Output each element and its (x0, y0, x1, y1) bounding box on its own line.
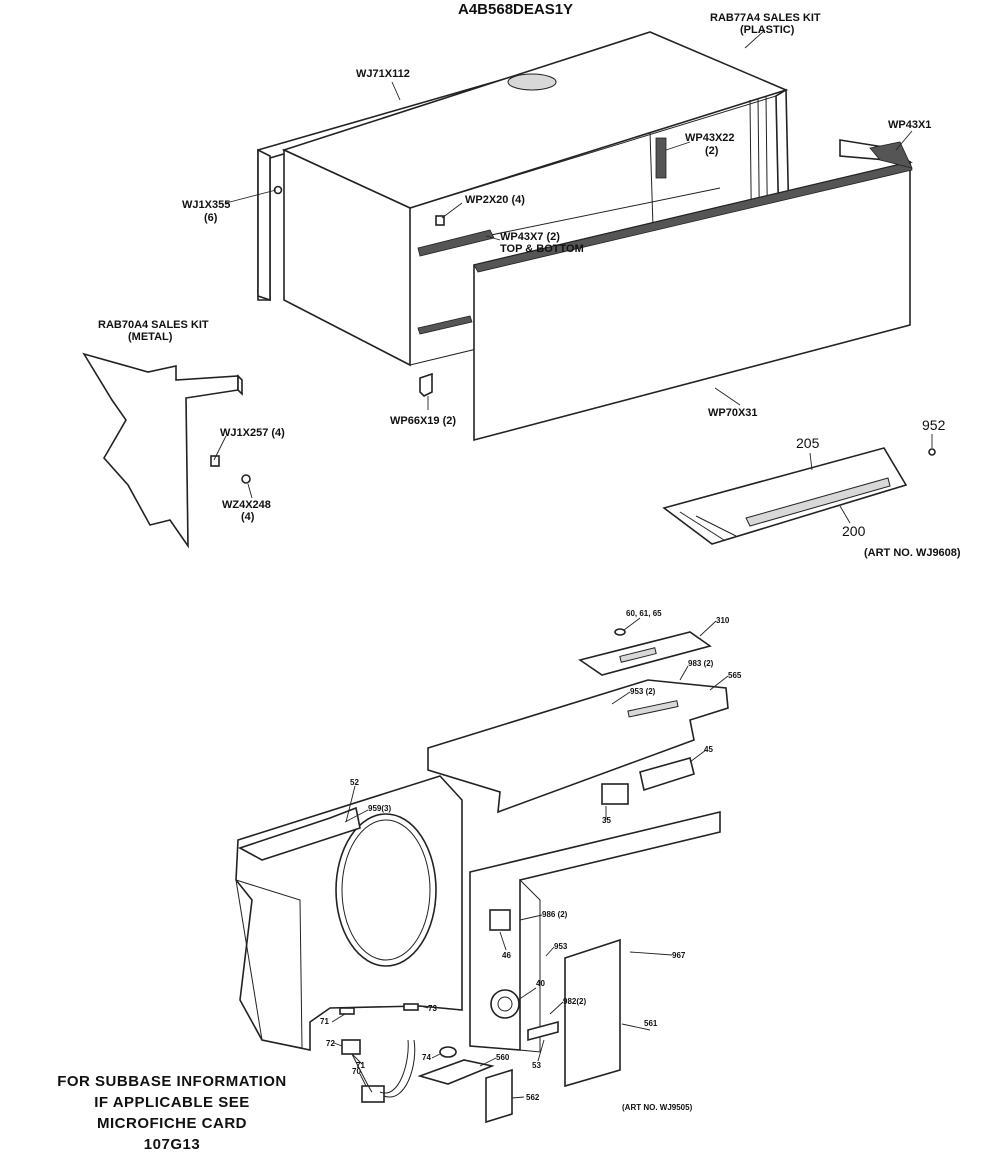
clip-wp2x20 (435, 215, 445, 226)
label-rab77a4-plastic: (PLASTIC) (740, 24, 795, 36)
label-982: 982(2) (563, 997, 586, 1006)
wiring-bracket-560 (417, 1059, 495, 1085)
label-959: 959(3) (368, 804, 391, 813)
blower-orifice (335, 813, 437, 967)
label-71b: 71 (356, 1061, 365, 1070)
label-35: 35 (602, 816, 611, 825)
label-205: 205 (796, 435, 820, 451)
label-wj1x257: WJ1X257 (4) (220, 427, 285, 439)
label-561: 561 (644, 1019, 658, 1028)
label-wp66x19: WP66X19 (2) (390, 415, 456, 427)
label-70: 70 (352, 1067, 361, 1076)
control-plate-565 (427, 679, 729, 814)
label-40: 40 (536, 979, 545, 988)
label-200: 200 (842, 523, 866, 539)
label-wj71x112: WJ71X112 (356, 68, 410, 80)
label-rab77a4-kit: RAB77A4 SALES KIT (710, 12, 821, 24)
note-line-2: IF APPLICABLE SEE (94, 1094, 249, 1111)
label-wp43x7: WP43X7 (2) (500, 231, 560, 243)
capacitor-72 (341, 1039, 361, 1055)
bracket-53 (527, 1020, 559, 1042)
side-kit-rab70a4 (82, 352, 251, 549)
label-52: 52 (350, 778, 359, 787)
foam-strip-wp43x22 (655, 137, 667, 179)
label-983: 983 (2) (688, 659, 714, 668)
part-73 (403, 1003, 419, 1011)
label-72: 72 (326, 1039, 335, 1048)
bracket-562 (485, 1068, 513, 1124)
label-73: 73 (428, 1004, 437, 1013)
label-wp43x1: WP43X1 (888, 119, 931, 131)
label-562: 562 (526, 1093, 540, 1102)
switch-35 (601, 783, 629, 805)
label-wp43x22: WP43X22 (685, 132, 735, 144)
label-53: 53 (532, 1061, 541, 1070)
diagram-title: A4B568DEAS1Y (458, 1, 573, 18)
chassis-assembly (235, 628, 729, 1124)
bracket-wp66x19 (419, 372, 433, 397)
label-953: 953 (554, 942, 568, 951)
leader-lines-bottom (331, 617, 729, 1099)
wall-sleeve-assembly (257, 31, 791, 367)
label-wz4x248-qty: (4) (241, 511, 255, 523)
part-74 (439, 1046, 457, 1058)
top-handle (507, 73, 557, 91)
label-565: 565 (728, 671, 742, 680)
label-986: 986 (2) (542, 910, 568, 919)
knob-60 (614, 628, 626, 636)
note-line-4: 107G13 (144, 1136, 200, 1153)
front-panel-wp70x31 (473, 139, 913, 442)
label-wz4x248: WZ4X248 (222, 499, 271, 511)
label-wp70x31: WP70X31 (708, 407, 758, 419)
cover-561 (564, 938, 621, 1088)
label-60-61-65: 60, 61, 65 (626, 609, 662, 618)
leader-lines-top (213, 29, 933, 524)
label-rab70a4-metal: (METAL) (128, 331, 173, 343)
motor-40 (490, 989, 520, 1019)
relay-46 (489, 909, 511, 931)
label-art-bottom: (ART NO. WJ9505) (622, 1103, 693, 1112)
label-wp43x7-note: TOP & BOTTOM (500, 243, 584, 255)
label-wp2x20: WP2X20 (4) (465, 194, 525, 206)
terminal-block-45 (639, 757, 695, 792)
label-953-2: 953 (2) (630, 687, 656, 696)
label-560: 560 (496, 1053, 510, 1062)
label-310: 310 (716, 616, 730, 625)
front-grille-205-200 (662, 447, 936, 545)
label-wj1x355-qty: (6) (204, 212, 218, 224)
front-flange-side (257, 148, 271, 302)
label-952: 952 (922, 417, 946, 433)
label-71a: 71 (320, 1017, 329, 1026)
label-wp43x22-qty: (2) (705, 145, 719, 157)
note-line-1: FOR SUBBASE INFORMATION (57, 1073, 287, 1090)
note-line-3: MICROFICHE CARD (97, 1115, 247, 1132)
label-45: 45 (704, 745, 713, 754)
part-71 (339, 1007, 355, 1015)
plug-70 (361, 1085, 385, 1103)
label-art-top: (ART NO. WJ9608) (864, 547, 961, 559)
label-967: 967 (672, 951, 686, 960)
label-rab70a4-kit: RAB70A4 SALES KIT (98, 319, 209, 331)
label-46: 46 (502, 951, 511, 960)
label-wj1x355: WJ1X355 (182, 199, 230, 211)
label-74: 74 (422, 1053, 431, 1062)
